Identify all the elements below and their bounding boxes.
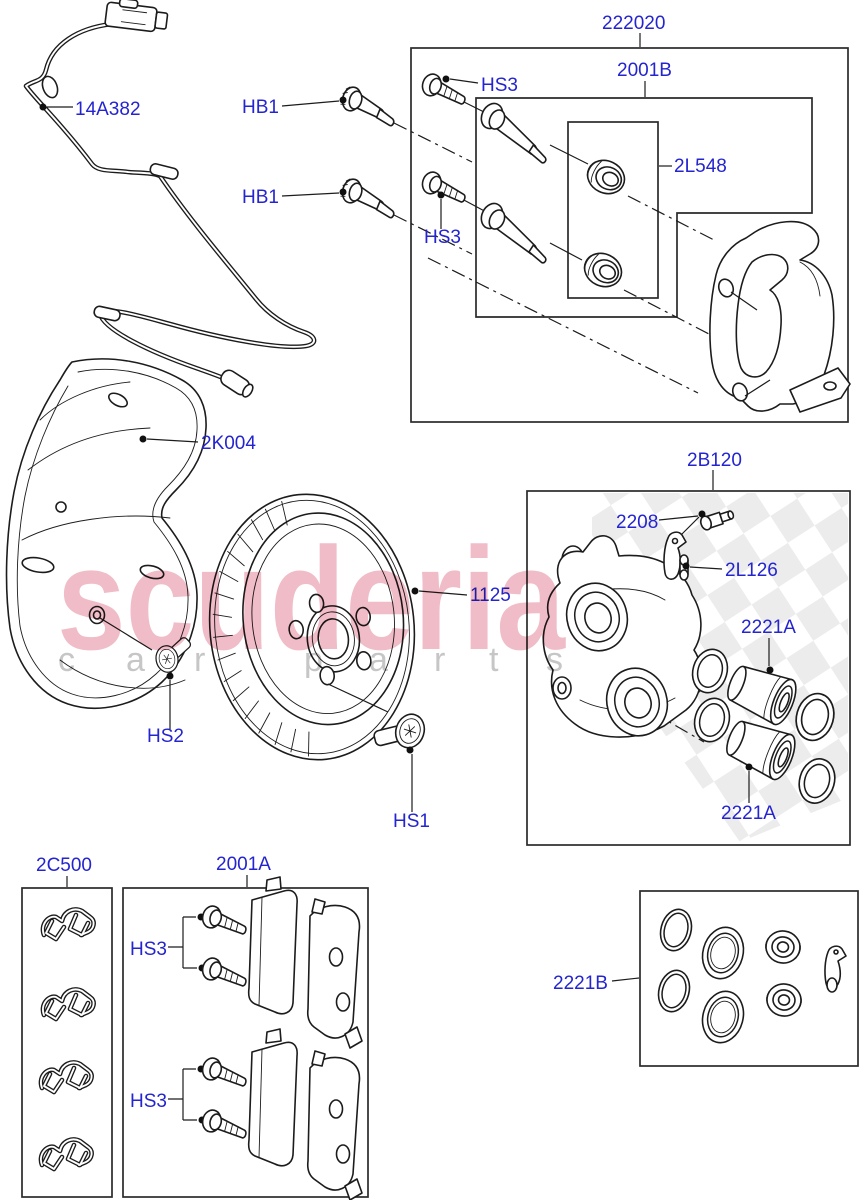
part-labels: 14A382 HB1 HB1 222020 HS3 2001B 2L548 HS… bbox=[36, 13, 796, 1112]
label-hb1-lower: HB1 bbox=[242, 187, 279, 208]
brake-disc-drawing bbox=[208, 493, 416, 761]
label-piston-upper: 2221A bbox=[741, 617, 796, 638]
bleed-screw-drawing bbox=[699, 510, 735, 531]
label-bleed-screw: 2208 bbox=[616, 512, 658, 533]
seal-kit-parts bbox=[653, 905, 847, 1049]
bushing-lower-drawing bbox=[578, 246, 628, 294]
box-2221B bbox=[639, 890, 859, 1067]
label-piston-lower: 2221A bbox=[721, 803, 776, 824]
pad-set-upper-drawing bbox=[168, 877, 362, 1048]
caliper-drawing bbox=[542, 535, 702, 738]
label-wear-sensor: 14A382 bbox=[75, 99, 141, 120]
label-hs2: HS2 bbox=[147, 726, 184, 747]
watermark-brand-text: scuderia bbox=[57, 517, 567, 680]
label-brake-disc: 1125 bbox=[470, 585, 511, 606]
label-hb1-upper: HB1 bbox=[242, 97, 279, 118]
hb1-bolt-upper-drawing bbox=[337, 83, 401, 128]
label-caliper-box: 2B120 bbox=[687, 450, 742, 471]
label-hs3-box-lower: HS3 bbox=[424, 227, 461, 248]
bushing-upper-drawing bbox=[581, 153, 631, 201]
label-hs3-pads-lower: HS3 bbox=[130, 1091, 167, 1112]
box-222020 bbox=[410, 47, 849, 423]
label-seal-kit: 2221B bbox=[553, 973, 608, 994]
hub-to-hs1-leader bbox=[327, 683, 389, 713]
label-kit-box: 222020 bbox=[602, 13, 665, 34]
guide-pin-kit-parts bbox=[337, 70, 631, 294]
retainer-drawing bbox=[663, 531, 689, 581]
leader-lines bbox=[39, 33, 774, 982]
pad-set-lower-drawing bbox=[168, 1029, 362, 1200]
sensor-connector bbox=[104, 0, 169, 33]
guide-pin-upper-drawing bbox=[473, 99, 560, 165]
box-2001B bbox=[475, 97, 813, 318]
hb1-bolt-lower-drawing bbox=[337, 175, 401, 220]
wear-sensor-drawing bbox=[23, 0, 317, 398]
label-splash-shield: 2K004 bbox=[201, 433, 256, 454]
label-bushing-box: 2L548 bbox=[674, 156, 727, 177]
label-hs3-pads-upper: HS3 bbox=[130, 939, 167, 960]
label-hs1: HS1 bbox=[393, 811, 430, 832]
seal-kit-pin bbox=[824, 945, 847, 993]
hs3-bolt-lower-drawing bbox=[418, 168, 471, 206]
label-retainer: 2L126 bbox=[725, 560, 778, 581]
label-pad-kit: 2001A bbox=[216, 854, 271, 875]
label-clip-kit: 2C500 bbox=[36, 855, 92, 876]
box-2C500 bbox=[21, 887, 113, 1198]
box-2B120 bbox=[526, 490, 851, 846]
box-2L548 bbox=[567, 121, 659, 299]
group-boxes bbox=[21, 47, 859, 1198]
anchor-bracket-drawing bbox=[709, 220, 851, 413]
label-pin-kit-box: 2001B bbox=[617, 60, 672, 81]
guide-pin-lower-drawing bbox=[473, 199, 560, 265]
brand-watermark: scuderia carparts bbox=[57, 517, 567, 680]
label-hs3-box-upper: HS3 bbox=[481, 75, 518, 96]
splash-shield-drawing bbox=[5, 358, 207, 710]
box-2001A bbox=[122, 887, 369, 1198]
clip-kit-parts bbox=[41, 909, 94, 1169]
sensor-tip bbox=[220, 369, 254, 398]
